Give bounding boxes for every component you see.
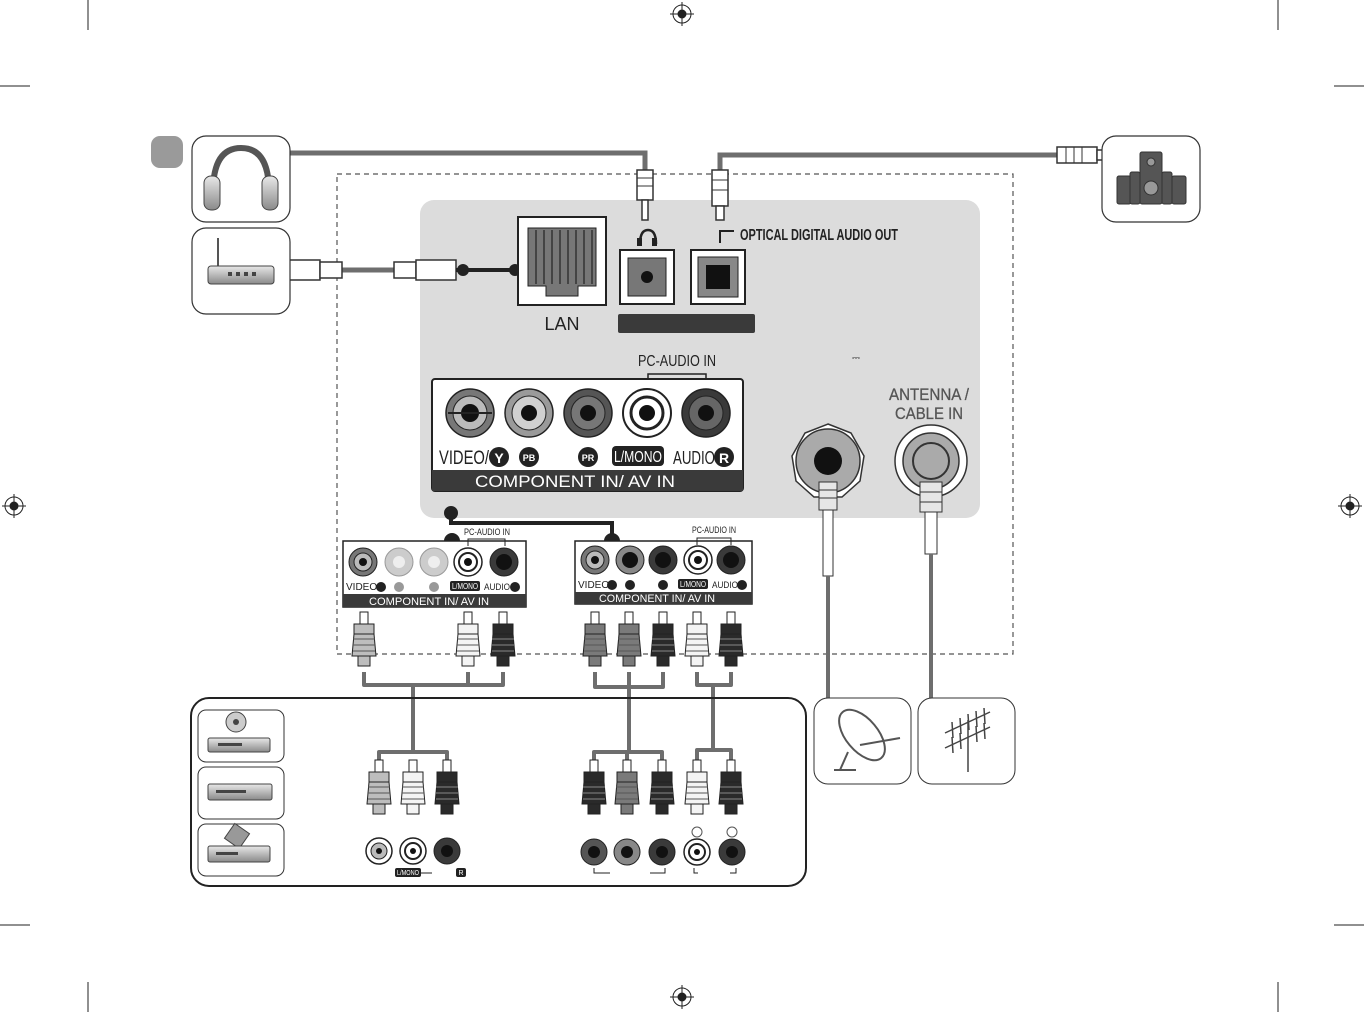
- component-label-bar: [432, 470, 743, 491]
- small-lmono-label-1: L/MONO: [452, 582, 478, 591]
- dc-symbol: ⎓: [852, 353, 860, 364]
- pb-label: PB: [523, 453, 536, 463]
- y-badge-icon: [489, 447, 509, 467]
- small-av-panel-2: PC-AUDIO IN VIDEO/ L/MONO AUDIO COMPONEN…: [574, 525, 753, 605]
- r-label: R: [719, 450, 729, 466]
- small-audio-label-1: AUDIO: [484, 582, 510, 592]
- rca-plug-video-src-1: [366, 759, 392, 815]
- step-badge: [151, 136, 183, 168]
- y-label: Y: [494, 450, 504, 466]
- pr-jack: [563, 388, 613, 438]
- lmono-label: L/MONO: [614, 449, 662, 466]
- component-in-label: COMPONENT IN/ AV IN: [475, 472, 675, 491]
- pr-label: PR: [582, 453, 595, 463]
- device-output-jacks: L/MONO R: [365, 826, 746, 877]
- optical-label: OPTICAL DIGITAL AUDIO OUT: [740, 227, 898, 244]
- settop-device: [197, 822, 285, 877]
- speakers-device: [1101, 135, 1201, 223]
- rca-plug-pb-src-2: [614, 759, 640, 815]
- bottom-lmono-label: L/MONO: [397, 870, 419, 877]
- pb-jack: [504, 388, 554, 438]
- vcr-icon: [207, 783, 273, 801]
- pc-audio-in-label: PC-AUDIO IN: [638, 353, 716, 370]
- rca-plug-y-src-2: [581, 759, 607, 815]
- router-icon: [207, 238, 275, 285]
- rca-plug-audio-l-1: [455, 611, 481, 667]
- rca-plug-audio-r-2: [718, 611, 744, 667]
- rca-plug-audio-l-2: [684, 611, 710, 667]
- registration-mark-top: [670, 2, 694, 26]
- satellite-cable: [818, 481, 838, 700]
- antenna-cable: [919, 481, 943, 700]
- headphones-device: [191, 135, 291, 223]
- headphone-cable: [290, 150, 654, 221]
- rca-plug-y-2: [582, 611, 608, 667]
- satellite-dish-icon: [834, 708, 901, 771]
- source-devices-box: [190, 697, 807, 887]
- small-video-label-2: VIDEO/: [578, 580, 612, 591]
- rca-plug-audio-r-src-2: [718, 759, 744, 815]
- rca-plug-audio-r-1: [490, 611, 516, 667]
- satellite-port: [791, 423, 865, 498]
- bottom-r-label: R: [458, 870, 463, 877]
- dvd-player-icon: [207, 711, 271, 753]
- registration-mark-left: [2, 494, 26, 518]
- component-av-jacks: [445, 388, 731, 438]
- rca-plug-pb-2: [616, 611, 642, 667]
- component-jack-labels: VIDEO/ Y PB PR L/MONO AUDIO R: [439, 446, 734, 469]
- satellite-device: [813, 697, 912, 785]
- rca-plug-pr-2: [650, 611, 676, 667]
- registration-mark-bottom: [670, 985, 694, 1009]
- registration-mark-right: [1338, 494, 1362, 518]
- small-video-label-1: VIDEO/: [346, 582, 380, 593]
- headphones-icon: [210, 144, 272, 193]
- headphone-port: [619, 228, 675, 305]
- lan-cable: [281, 259, 521, 281]
- small-component-label-2: COMPONENT IN/ AV IN: [599, 593, 715, 605]
- lan-port: [517, 216, 607, 306]
- vcr-device: [197, 766, 285, 820]
- antenna-icon: [944, 707, 991, 772]
- pr-badge-icon: [578, 447, 598, 467]
- small-pc-audio-in-label-2: PC-AUDIO IN: [692, 525, 736, 535]
- rca-plug-audio-l-src-2: [684, 759, 710, 815]
- rca-plug-video-1: [351, 611, 377, 667]
- small-lmono-label-2: L/MONO: [680, 580, 706, 589]
- cable-in-label: CABLE IN: [895, 404, 963, 423]
- antenna-label: ANTENNA /: [889, 385, 969, 404]
- audio-label: AUDIO: [673, 448, 715, 468]
- dvd-device: [197, 709, 285, 763]
- set-top-box-icon: [207, 822, 271, 863]
- r-badge-icon: [714, 447, 734, 467]
- small-pc-audio-in-label-1: PC-AUDIO IN: [464, 527, 510, 537]
- rca-plug-audio-r-src-1: [434, 759, 460, 815]
- small-component-label-1: COMPONENT IN/ AV IN: [369, 596, 489, 608]
- antenna-device: [917, 697, 1016, 785]
- video-label: VIDEO/: [439, 448, 490, 469]
- video-y-jack: [445, 388, 495, 438]
- pb-badge-icon: [519, 447, 539, 467]
- audio-r-jack: [681, 388, 731, 438]
- home-theater-speakers-icon: [1116, 151, 1187, 205]
- rca-plug-audio-l-src-1: [400, 759, 426, 815]
- rca-cables: [351, 611, 744, 815]
- optical-port: [690, 230, 746, 305]
- small-av-panel-1: PC-AUDIO IN VIDEO/ L/MONO AUDIO COMPONEN…: [342, 527, 527, 608]
- lan-label: LAN: [544, 314, 579, 334]
- small-audio-label-2: AUDIO: [712, 580, 738, 590]
- headphone-symbol-icon: [638, 228, 658, 245]
- audio-out-bar: [618, 314, 755, 333]
- audio-l-mono-jack: [622, 388, 672, 438]
- lmono-badge: [612, 446, 664, 466]
- rca-plug-pr-src-2: [649, 759, 675, 815]
- router-device: [191, 227, 291, 315]
